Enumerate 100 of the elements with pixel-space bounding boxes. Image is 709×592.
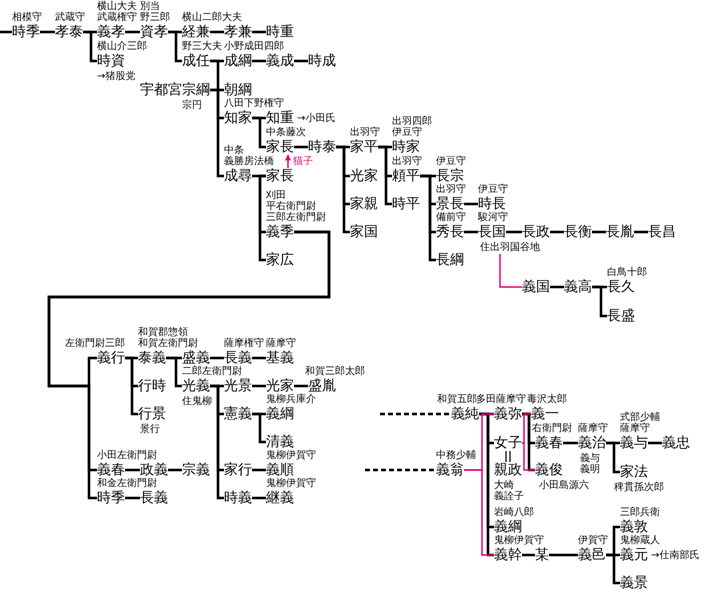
person-name: 盛義 xyxy=(182,350,210,366)
connector-line xyxy=(210,384,224,500)
person-name: 長久 xyxy=(607,279,635,295)
connector-line xyxy=(506,230,522,234)
connector-line xyxy=(606,442,620,474)
person-name: 長昌 xyxy=(648,224,676,240)
title-label: 義勝房法橋 xyxy=(224,156,274,167)
title-label: 駿河守 xyxy=(478,212,508,223)
connector-line xyxy=(592,230,606,234)
person-name: 時季 xyxy=(97,490,125,506)
person-name: 成任 xyxy=(182,53,210,69)
title-label: 野三大夫 xyxy=(182,41,222,52)
person-name: 光家 xyxy=(266,378,294,394)
connector-line xyxy=(479,412,494,556)
connector-line xyxy=(0,30,12,34)
title-label: 小田左衛門尉 xyxy=(97,450,157,461)
person-name: 長義 xyxy=(140,490,168,506)
person-name: 景長 xyxy=(436,196,464,212)
person-name: 義忠 xyxy=(662,435,690,451)
connector-line xyxy=(294,384,308,388)
note-label: 住鬼柳 xyxy=(182,396,212,407)
note-label: →仕南部氏 xyxy=(651,550,700,561)
person-name: 義成 xyxy=(266,53,294,69)
person-name: 光家 xyxy=(350,168,378,184)
title-label: 中条藤次 xyxy=(266,127,306,138)
title-label: 八田下野権守 xyxy=(224,98,284,109)
connector-line xyxy=(522,413,531,444)
person-name: 頼平 xyxy=(392,168,420,184)
connector-line xyxy=(522,554,535,556)
connector-line xyxy=(522,442,535,471)
person-name: 家親 xyxy=(350,196,378,212)
connector-line xyxy=(252,60,266,62)
title-label: 中条 xyxy=(224,145,244,156)
person-name: 義治 xyxy=(578,435,606,451)
title-label: 小野成田四郎 xyxy=(224,41,284,52)
person-name: 孝泰 xyxy=(55,24,83,40)
person-name: 長宗 xyxy=(436,168,464,184)
person-name: 秀長 xyxy=(436,224,464,240)
connector-line xyxy=(125,468,140,472)
connector-line xyxy=(592,286,607,318)
connector-line xyxy=(522,412,535,472)
title-label: 出羽守 xyxy=(350,127,380,138)
note-label: 義与 xyxy=(580,453,600,464)
person-name: 義季 xyxy=(266,224,294,240)
connector-line xyxy=(365,468,436,472)
title-label: 和賀郡惣領 xyxy=(138,327,188,338)
person-name: 義俊 xyxy=(535,462,563,478)
person-name: 時泰 xyxy=(308,139,336,155)
connector-line xyxy=(125,496,140,500)
title-label: 鬼柳蔵人 xyxy=(620,535,660,546)
title-label: 伊豆守 xyxy=(436,156,466,167)
person-name: 継義 xyxy=(266,490,294,506)
person-name: 義高 xyxy=(564,279,592,295)
title-label: 三郎兵衛 xyxy=(620,507,660,518)
person-name: 義春 xyxy=(97,462,125,478)
connector-line xyxy=(336,146,350,234)
connector-line xyxy=(563,442,578,444)
connector-line xyxy=(258,174,266,262)
connector-line xyxy=(252,356,266,360)
connector-line xyxy=(252,30,266,34)
title-label: 多田薩摩守 xyxy=(476,394,526,405)
person-name: 時平 xyxy=(392,196,420,212)
person-name: 盛胤 xyxy=(308,378,336,394)
connector-line xyxy=(168,30,182,62)
person-name: 長国 xyxy=(478,224,506,240)
person-name: 家長 xyxy=(266,168,294,184)
connector-line xyxy=(380,412,451,416)
connector-line xyxy=(550,286,564,288)
connector-line xyxy=(378,146,392,206)
person-name: 時季 xyxy=(12,24,40,40)
person-name: 行時 xyxy=(138,378,166,394)
title-label: 左衛門尉三郎 xyxy=(65,338,125,349)
person-name: 光義 xyxy=(182,378,210,394)
title-label: 出羽守 xyxy=(392,156,422,167)
person-name: 親政 xyxy=(494,462,522,478)
person-name: 家法 xyxy=(620,464,648,480)
person-name: 義元 xyxy=(620,547,648,563)
person-name: 長綱 xyxy=(436,252,464,268)
title-label: 横山二郎大夫 xyxy=(182,12,242,23)
connector-line xyxy=(125,356,138,416)
person-name: 宇都宮宗綱 xyxy=(140,82,210,98)
person-name: 義順 xyxy=(266,462,294,478)
connector-line xyxy=(210,30,224,34)
person-name: 家国 xyxy=(350,224,378,240)
title-label: 鬼柳伊賀守 xyxy=(266,450,316,461)
connector-line xyxy=(252,468,266,472)
person-name: 家広 xyxy=(266,252,294,268)
person-name: 時家 xyxy=(392,139,420,155)
person-name: 某 xyxy=(535,547,549,563)
title-label: 鬼柳兵庫介 xyxy=(266,394,316,405)
person-name: 義純 xyxy=(451,406,479,422)
note-label: 義詮子 xyxy=(494,491,524,502)
person-name: 長政 xyxy=(522,224,550,240)
connector-line xyxy=(294,146,308,148)
connector-line xyxy=(168,468,182,472)
title-label: 二郎左衛門尉 xyxy=(182,366,242,377)
person-name: 義与 xyxy=(620,435,648,451)
person-name: 憲義 xyxy=(224,406,252,422)
person-name: 女子 xyxy=(494,435,522,451)
marriage-line xyxy=(505,450,511,463)
